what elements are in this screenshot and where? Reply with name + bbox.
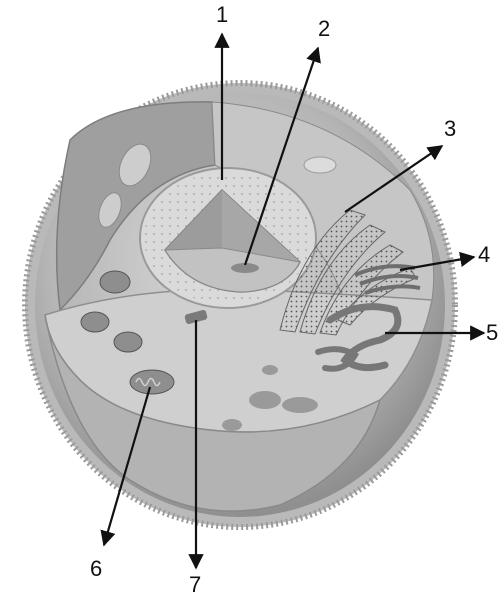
label-5: 5 (486, 320, 498, 345)
nucleus (140, 168, 316, 308)
label-1: 1 (216, 2, 228, 27)
mitochondrion (81, 312, 109, 332)
label-3: 3 (444, 116, 456, 141)
mitochondrion (100, 271, 130, 293)
label-7: 7 (189, 572, 201, 596)
label-6: 6 (90, 556, 102, 581)
mitochondrion (114, 332, 142, 352)
label-2: 2 (318, 16, 330, 41)
label-4: 4 (478, 242, 490, 267)
